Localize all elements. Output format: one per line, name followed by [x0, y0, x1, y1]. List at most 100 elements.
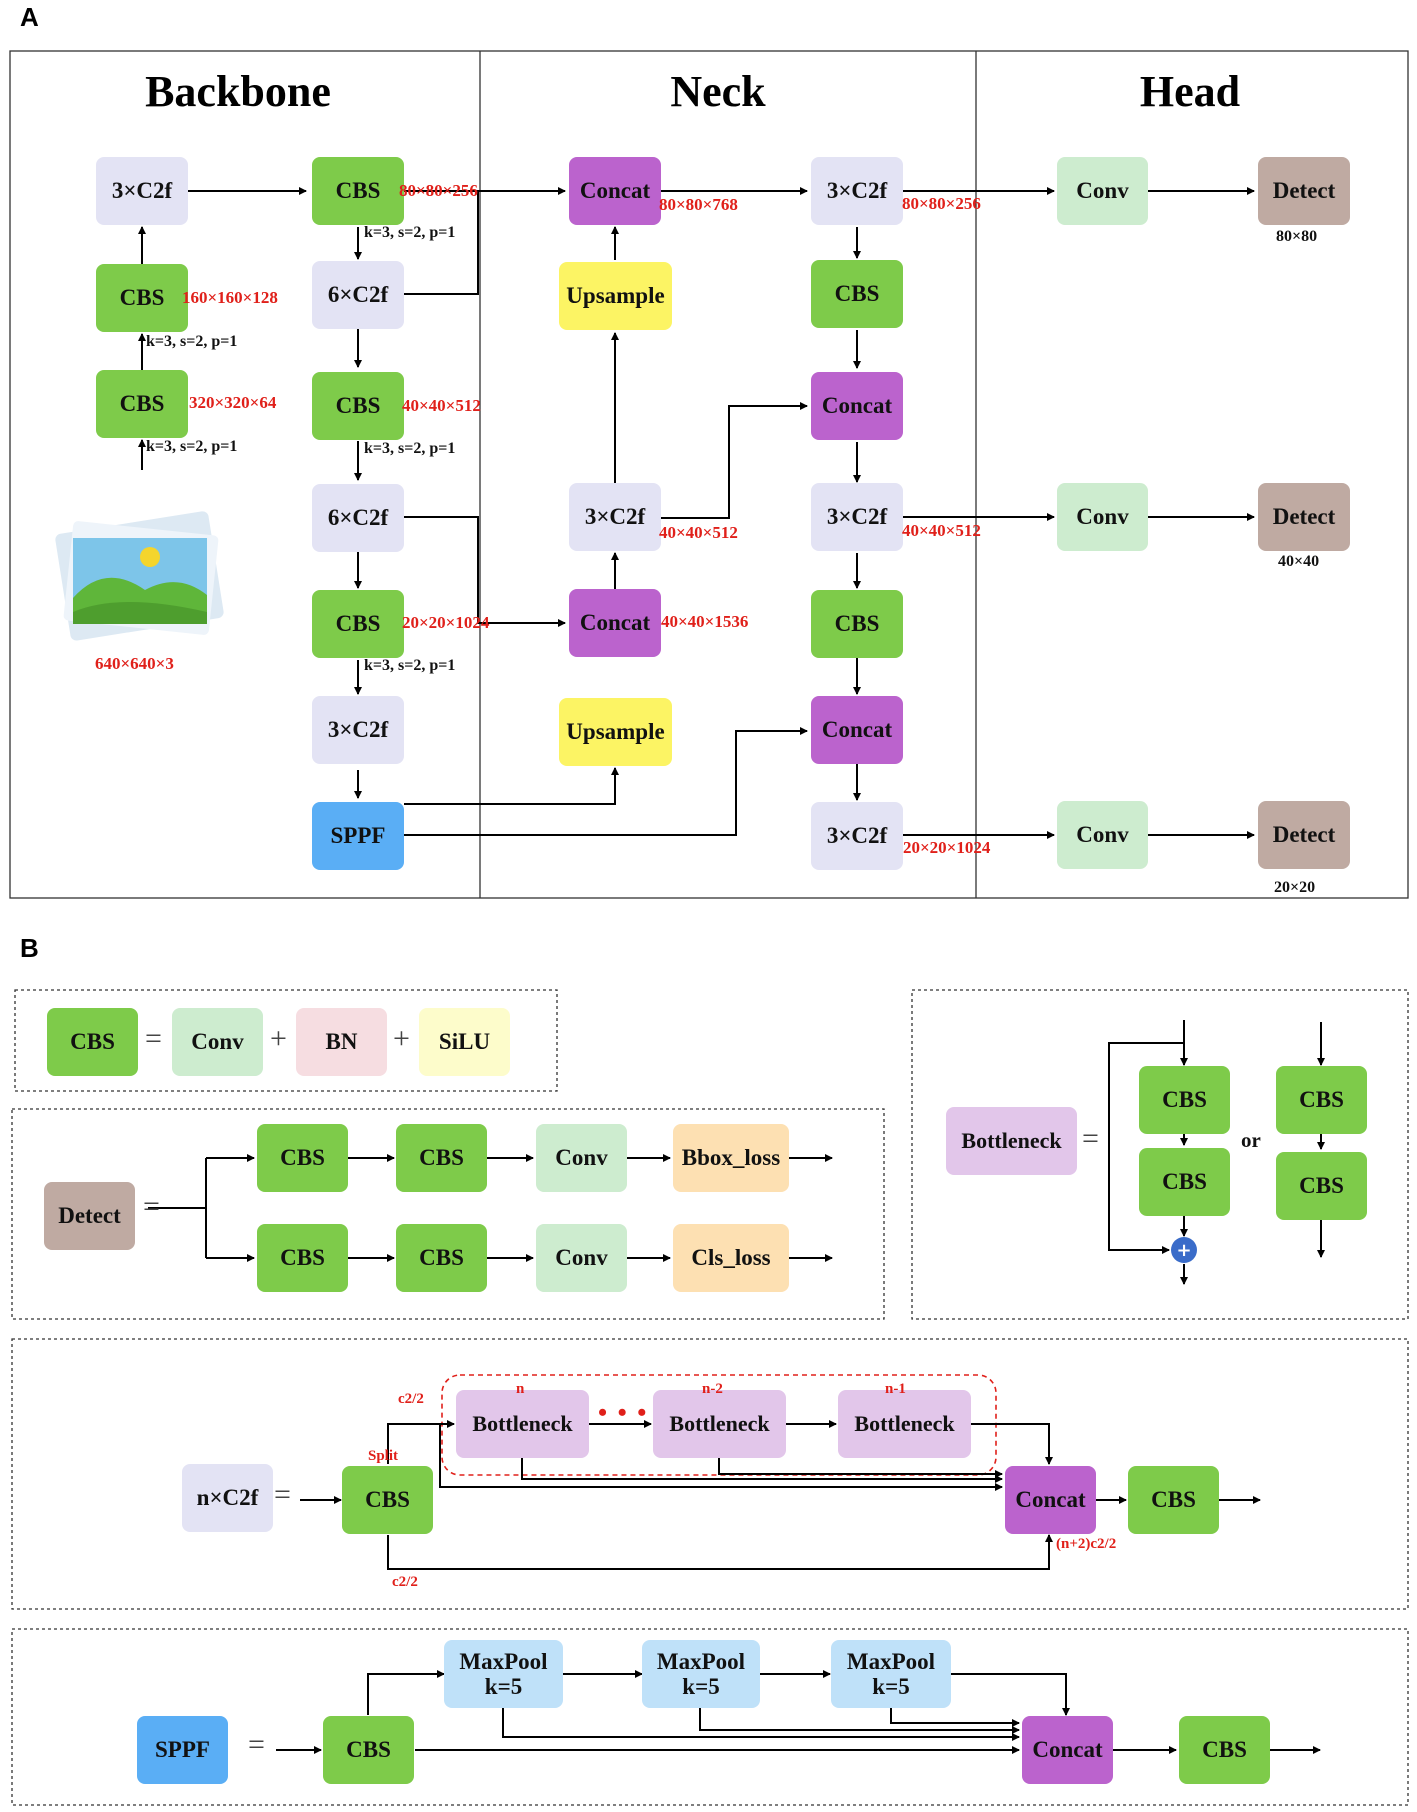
dim-label: 320×320×64 [189, 393, 277, 412]
split-label: Split [368, 1448, 399, 1464]
block-c2f-3: 3×C2f [312, 696, 404, 764]
dim-label: 80×80×256 [902, 194, 981, 213]
block-cbs: CBS [96, 264, 188, 332]
block-cbs: CBS [312, 372, 404, 440]
maxpool-label: MaxPool [459, 1648, 548, 1674]
block-cbs: CBS [1179, 1716, 1270, 1784]
equals-sign: = [1082, 1122, 1099, 1155]
block-bottleneck: Bottleneck [653, 1390, 786, 1458]
maxpool-label: MaxPool [656, 1648, 746, 1674]
block-cbs: CBS [312, 157, 404, 225]
block-cbs: CBS [1276, 1152, 1367, 1220]
block-cbs: CBS [342, 1466, 433, 1534]
dim-label: 80×80×768 [659, 195, 738, 214]
ellipsis-dots: • • • [598, 1398, 649, 1427]
block-bottleneck: Bottleneck [838, 1390, 971, 1458]
wire-sppf-to-concat [404, 727, 808, 836]
cbs-definition-frame [14, 989, 558, 1092]
dim-label: 40×40×1536 [661, 612, 749, 631]
block-conv: Conv [1057, 157, 1148, 225]
maxpool-kernel: k=5 [872, 1674, 910, 1699]
or-label: or [1241, 1128, 1261, 1152]
block-bottleneck: Bottleneck [946, 1107, 1077, 1175]
block-concat: Concat [811, 696, 903, 764]
panel-a-letter: A [20, 2, 39, 32]
split-channel-label: c2/2 [392, 1574, 418, 1590]
bottleneck-index-label: n [516, 1381, 525, 1397]
block-cbs: CBS [1139, 1066, 1230, 1134]
grid-size-label: 20×20 [1274, 879, 1316, 896]
equals-sign: = [143, 1190, 160, 1223]
block-c2f-6: 6×C2f [312, 484, 404, 552]
block-cls-loss: Cls_loss [673, 1224, 789, 1292]
block-silu: SiLU [419, 1008, 510, 1076]
block-c2f-3: 3×C2f [569, 483, 661, 551]
block-conv: Conv [1057, 483, 1148, 551]
block-concat: Concat [569, 157, 661, 225]
plus-sign: + [270, 1022, 287, 1055]
block-conv: Conv [536, 1124, 627, 1192]
maxpool-kernel: k=5 [682, 1674, 720, 1699]
block-c2f-3: 3×C2f [96, 157, 188, 225]
panel-a-frame [9, 50, 1409, 899]
block-cbs: CBS [96, 370, 188, 438]
c2f-definition-frame [11, 1338, 1409, 1610]
block-detect: Detect [1258, 157, 1350, 225]
equals-sign: = [145, 1022, 162, 1055]
plus-sign: + [393, 1022, 410, 1055]
block-c2f-3: 3×C2f [811, 483, 903, 551]
block-c2f-3: 3×C2f [811, 157, 903, 225]
equals-sign: = [248, 1728, 265, 1761]
detect-definition-frame [11, 1108, 885, 1320]
block-cbs: CBS [257, 1124, 348, 1192]
dim-label: 40×40×512 [402, 396, 481, 415]
block-upsample: Upsample [559, 262, 672, 330]
concat-channel-label: (n+2)c2/2 [1056, 1536, 1117, 1552]
block-detect: Detect [1258, 483, 1350, 551]
block-concat: Concat [1022, 1716, 1113, 1784]
kernel-note: k=3, s=2, p=1 [364, 224, 456, 241]
block-detect: Detect [1258, 801, 1350, 869]
block-concat: Concat [569, 589, 661, 657]
block-bn: BN [296, 1008, 387, 1076]
block-conv: Conv [172, 1008, 263, 1076]
block-conv: Conv [1057, 801, 1148, 869]
block-sppf: SPPF [137, 1716, 228, 1784]
block-concat: Concat [1005, 1466, 1096, 1534]
add-icon: + [1171, 1237, 1197, 1263]
dim-label: 40×40×512 [902, 521, 981, 540]
dim-label: 160×160×128 [182, 288, 278, 307]
block-concat: Concat [811, 372, 903, 440]
block-maxpool: MaxPool k=5 [444, 1640, 563, 1708]
block-conv: Conv [536, 1224, 627, 1292]
wire-c2f6-to-concat [404, 191, 479, 295]
block-cbs: CBS [811, 590, 903, 658]
block-cbs: CBS [312, 590, 404, 658]
section-title-neck: Neck [670, 67, 766, 116]
dim-label: 80×80×256 [399, 181, 478, 200]
bottleneck-index-label: n-2 [702, 1381, 723, 1397]
dim-input: 640×640×3 [95, 654, 174, 673]
sppf-definition-frame [11, 1628, 1409, 1806]
grid-size-label: 40×40 [1278, 553, 1320, 570]
dim-label: 20×20×1024 [903, 838, 991, 857]
block-detect: Detect [44, 1182, 135, 1250]
kernel-note: k=3, s=2, p=1 [364, 657, 456, 674]
grid-size-label: 80×80 [1276, 228, 1318, 245]
block-cbs: CBS [811, 260, 903, 328]
bottleneck-index-label: n-1 [885, 1381, 906, 1397]
block-c2f-6: 6×C2f [312, 261, 404, 329]
maxpool-label: MaxPool [846, 1648, 936, 1674]
section-title-head: Head [1139, 67, 1241, 116]
block-sppf: SPPF [312, 802, 404, 870]
kernel-note: k=3, s=2, p=1 [364, 440, 456, 457]
kernel-note: k=3, s=2, p=1 [146, 333, 238, 350]
split-channel-label: c2/2 [398, 1391, 424, 1407]
block-nc2f: n×C2f [182, 1464, 273, 1532]
block-bbox-loss: Bbox_loss [673, 1124, 789, 1192]
input-image-icon [55, 511, 224, 641]
maxpool-kernel: k=5 [484, 1674, 523, 1699]
wire-c2f6b-to-concat [404, 516, 566, 627]
